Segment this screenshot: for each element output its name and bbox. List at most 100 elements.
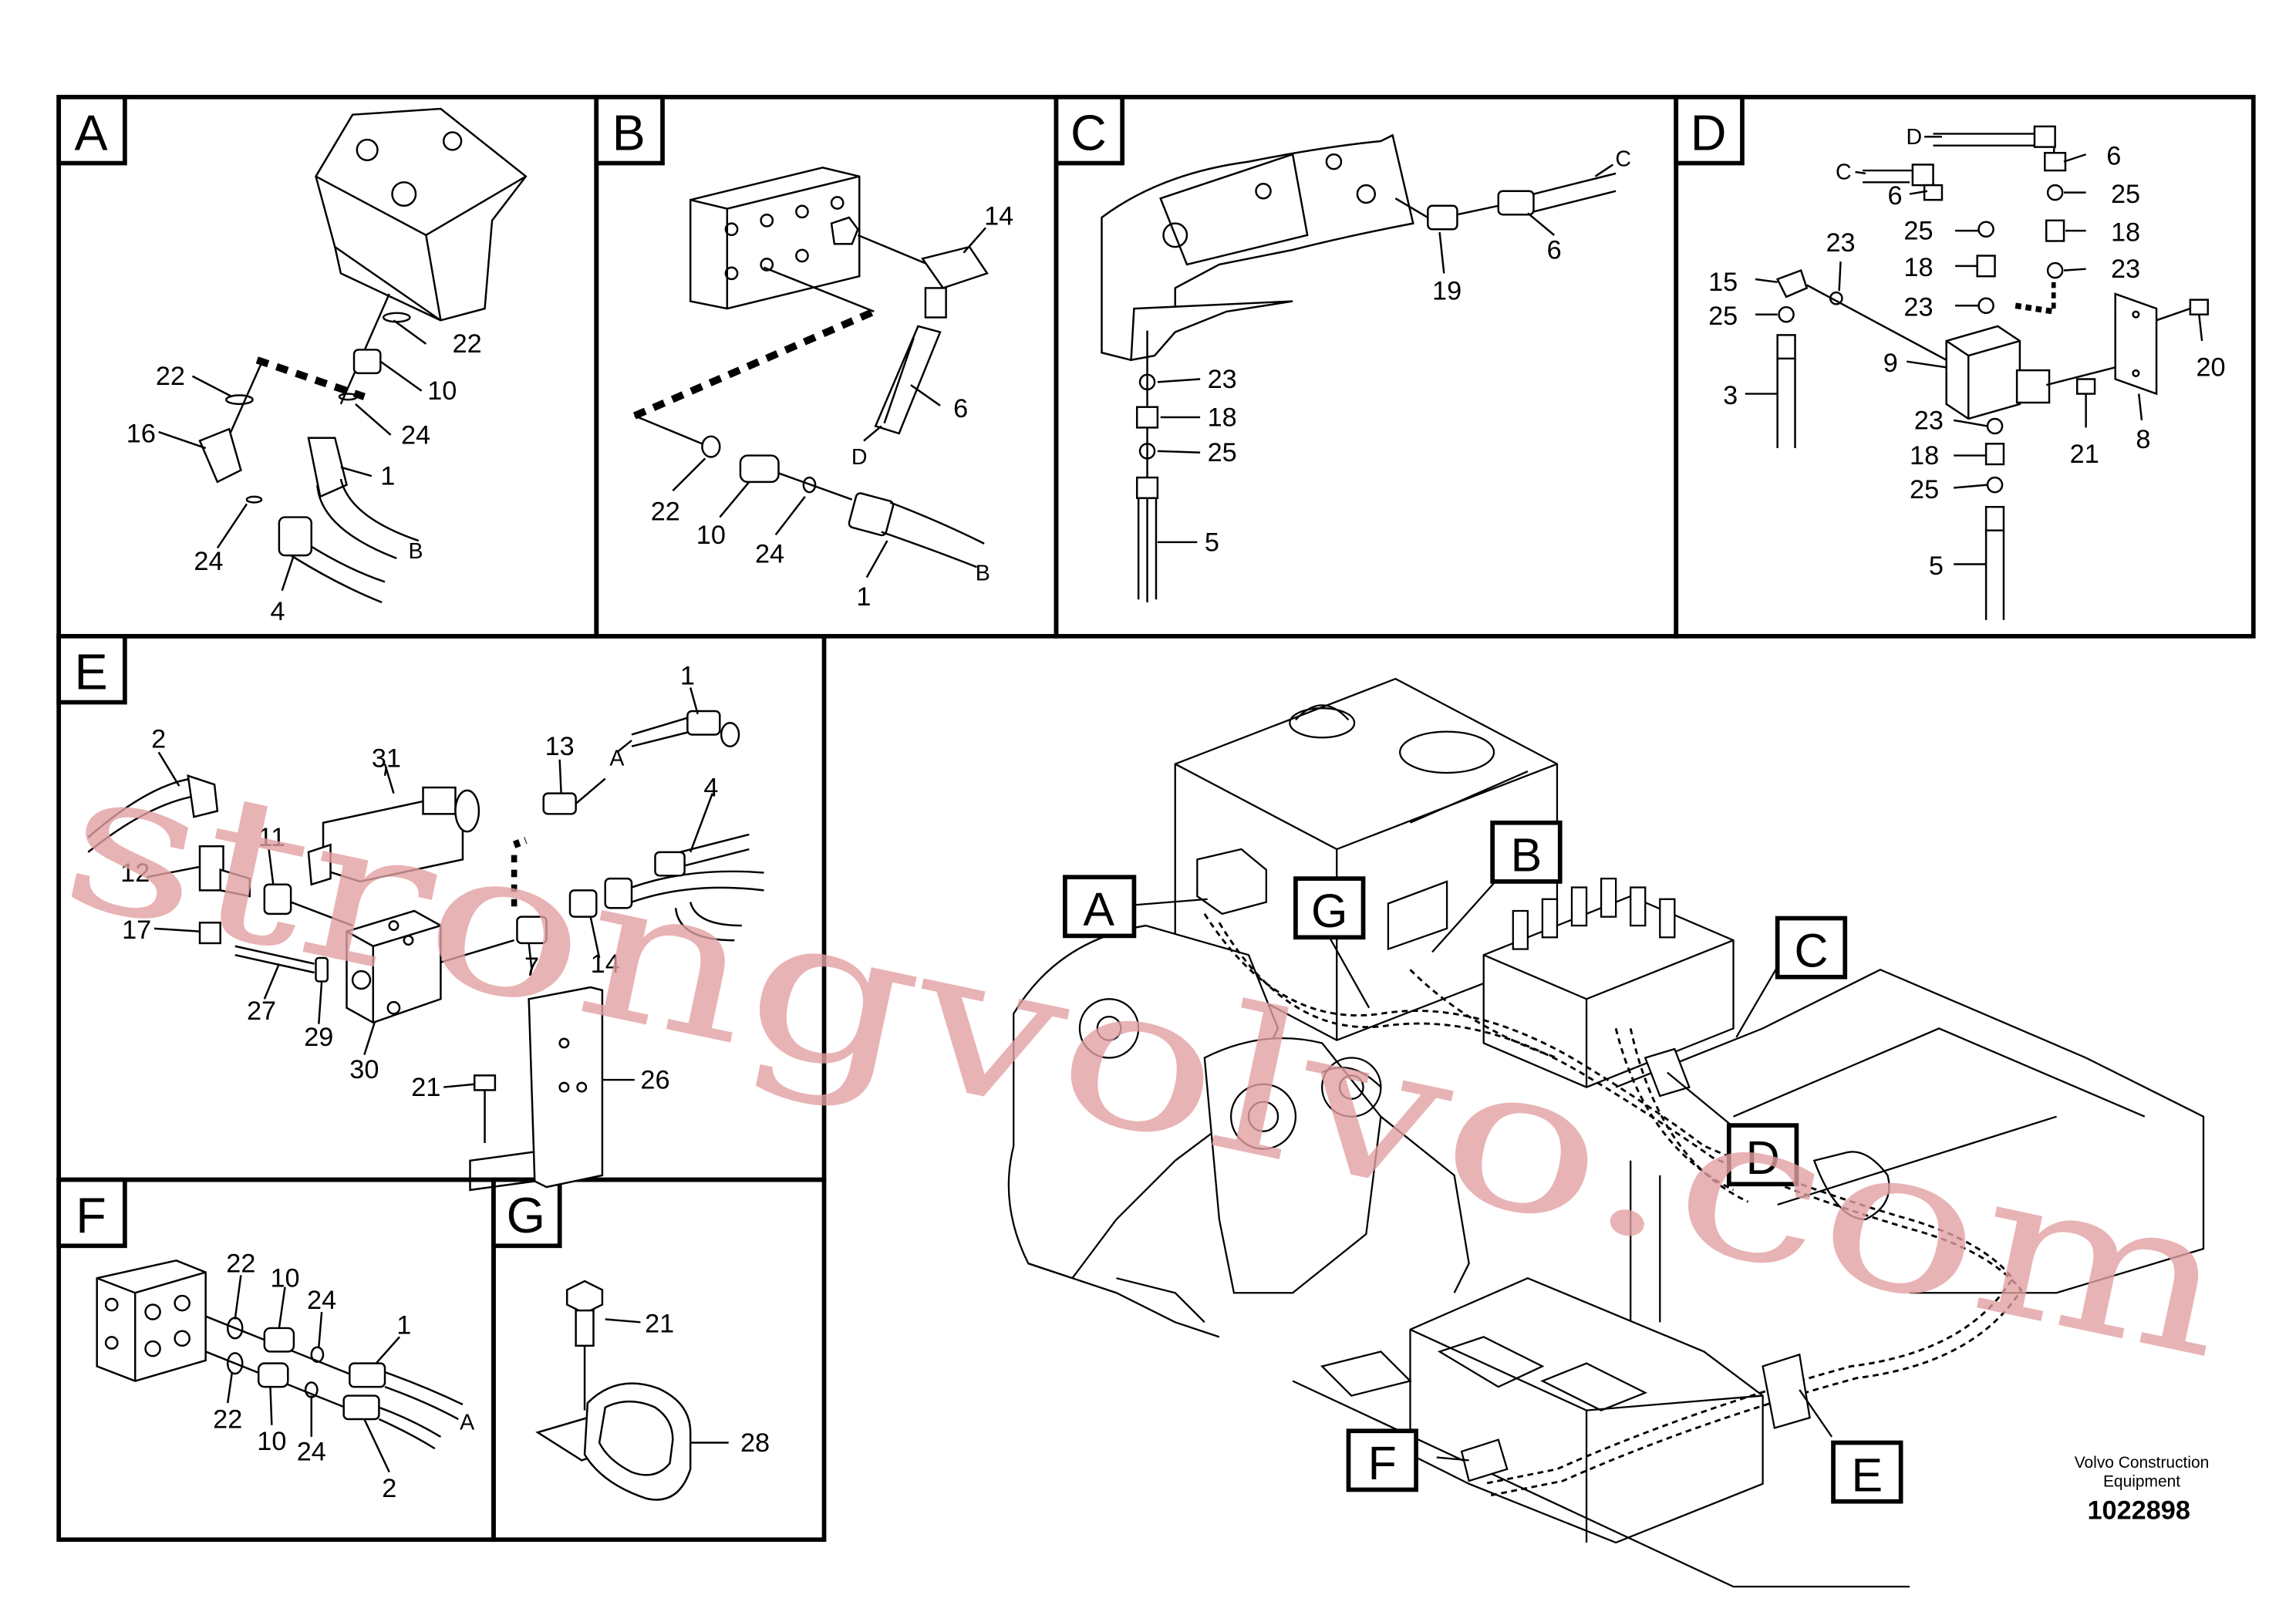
callout: 8: [2136, 425, 2150, 454]
callout: 24: [307, 1286, 336, 1315]
callout: 24: [401, 420, 430, 450]
panel-e-callouts: 1 A 2 31 13 4 11 12 17 7 14 27 29 30 21 …: [120, 662, 718, 1102]
callout: 18: [1903, 253, 1933, 282]
callout: 29: [304, 1023, 333, 1052]
callout: 6: [1887, 181, 1902, 211]
panel-f-drawing: [96, 1259, 464, 1473]
footer: Volvo Construction Equipment 1022898: [2075, 1454, 2210, 1526]
callout: 1: [396, 1311, 411, 1340]
callout: 6: [953, 394, 968, 423]
callout: 16: [126, 419, 156, 448]
callout: 4: [270, 597, 285, 626]
callout: B: [408, 539, 423, 564]
callout: 10: [427, 376, 457, 406]
overview-label-d: D: [1726, 1123, 1799, 1187]
callout: 20: [2196, 353, 2225, 383]
panel-g-letter: G: [491, 1177, 562, 1249]
callout: 22: [651, 497, 680, 526]
svg-text:F: F: [76, 1187, 106, 1243]
panel-c-callouts: C 6 19 23 18 25 5: [1205, 147, 1631, 557]
panel-d-letter: D: [1674, 94, 1745, 166]
callout: 23: [1914, 406, 1944, 435]
panel-f-callouts: 22 10 24 1 22 10 24 2 A: [213, 1249, 474, 1503]
svg-text:E: E: [74, 643, 107, 700]
callout: 7: [524, 953, 539, 982]
callout: 27: [247, 996, 276, 1026]
svg-text:D: D: [1691, 104, 1727, 160]
callout: 1: [856, 582, 871, 612]
panel-c-letter: C: [1054, 94, 1125, 166]
panel-frames: [56, 94, 2256, 1543]
callout: 10: [257, 1427, 286, 1456]
callout: 23: [1208, 365, 1237, 394]
callout: 21: [645, 1310, 674, 1339]
panel-g-callouts: 21 28: [645, 1310, 770, 1458]
callout: 1: [680, 662, 695, 691]
callout: 18: [1208, 403, 1237, 432]
overview-label-c: C: [1775, 916, 1848, 980]
svg-text:B: B: [612, 104, 646, 160]
callout: 24: [194, 547, 223, 576]
callout: 31: [372, 744, 401, 773]
svg-text:C: C: [1794, 924, 1828, 976]
callout: 21: [2070, 440, 2099, 469]
callout: D: [1906, 125, 1922, 150]
overview-callouts: A G B C D F E: [1063, 820, 1903, 1504]
callout: 24: [755, 540, 784, 569]
panel-b-drawing: [632, 166, 989, 578]
svg-text:B: B: [1511, 829, 1542, 882]
callout: 25: [1903, 217, 1933, 246]
brand-line-2: Equipment: [2103, 1473, 2180, 1491]
callout: 23: [2111, 255, 2140, 284]
callout: 22: [226, 1249, 255, 1279]
callout: 9: [1883, 349, 1898, 378]
callout: 25: [1708, 302, 1738, 331]
callout: 25: [1910, 475, 1939, 504]
callout: 4: [703, 773, 718, 802]
svg-text:G: G: [507, 1187, 545, 1243]
callout: 14: [984, 202, 1013, 231]
overview-label-a: A: [1063, 875, 1137, 939]
callout: C: [1836, 160, 1852, 184]
overview-label-g: G: [1293, 876, 1366, 940]
callout: 1: [380, 462, 395, 491]
callout: 30: [349, 1055, 379, 1084]
overview-label-b: B: [1490, 820, 1563, 884]
callout: 13: [545, 732, 575, 761]
callout: 25: [1208, 438, 1237, 467]
svg-text:A: A: [74, 104, 108, 160]
svg-text:G: G: [1311, 885, 1347, 937]
panel-letter-boxes: A B C D E F G: [56, 94, 1745, 1249]
callout: 23: [1826, 228, 1855, 258]
brand-line-1: Volvo Construction: [2075, 1454, 2210, 1472]
callout: 17: [122, 916, 151, 945]
callout: A: [609, 746, 624, 771]
callout: 21: [411, 1073, 440, 1102]
panel-b-callouts: 14 6 D 22 10 24 1 B: [651, 202, 1013, 612]
callout: 10: [270, 1264, 299, 1293]
panel-a-letter: A: [56, 94, 127, 166]
svg-text:C: C: [1070, 104, 1107, 160]
callout: 10: [696, 521, 726, 550]
callout: 3: [1723, 381, 1738, 410]
callout: 19: [1432, 277, 1462, 306]
panel-b-letter: B: [594, 94, 665, 166]
panel-d-callouts: D C 6 6 25 25 18 18 23 23 23 15 25 3 9 2…: [1708, 125, 2225, 581]
callout: A: [460, 1410, 474, 1435]
callout: 2: [151, 725, 166, 754]
callout: 12: [120, 858, 150, 888]
callout: 18: [1910, 441, 1939, 470]
overview-machine-drawing: [1007, 677, 2205, 1588]
callout: 14: [591, 949, 620, 979]
callout: 15: [1708, 268, 1738, 297]
callout: 11: [258, 823, 286, 852]
callout: 22: [213, 1404, 242, 1434]
panel-e-drawing: [87, 687, 764, 1192]
drawing-number: 1022898: [2087, 1496, 2190, 1526]
callout: 22: [453, 329, 482, 359]
svg-text:A: A: [1083, 883, 1114, 936]
panel-f-letter: F: [56, 1177, 127, 1249]
panel-g-drawing: [535, 1280, 729, 1501]
callout: 2: [382, 1474, 396, 1503]
